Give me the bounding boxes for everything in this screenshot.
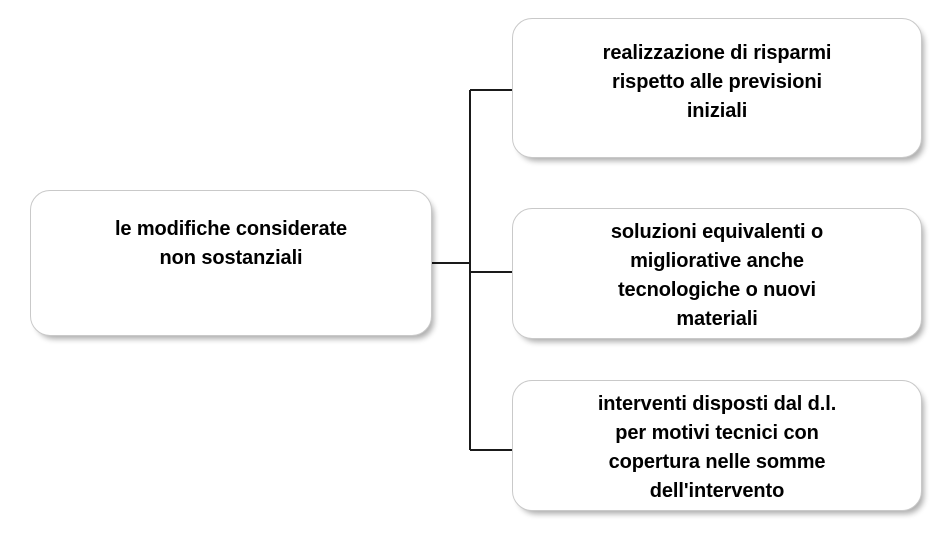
node-child-soluzioni-equivalenti[interactable]: soluzioni equivalenti o migliorative anc… <box>512 208 922 339</box>
node-root-label: le modifiche considerate non sostanziali <box>114 218 348 269</box>
node-child-realizzazione-risparmi[interactable]: realizzazione di risparmi rispetto alle … <box>512 18 922 158</box>
node-child-1-label: soluzioni equivalenti o migliorative anc… <box>610 221 824 330</box>
node-child-0-label: realizzazione di risparmi rispetto alle … <box>602 42 832 122</box>
node-child-interventi-disposti[interactable]: interventi disposti dal d.l. per motivi … <box>512 380 922 511</box>
node-root[interactable]: le modifiche considerate non sostanziali <box>30 190 432 336</box>
node-child-2-label: interventi disposti dal d.l. per motivi … <box>597 393 837 502</box>
